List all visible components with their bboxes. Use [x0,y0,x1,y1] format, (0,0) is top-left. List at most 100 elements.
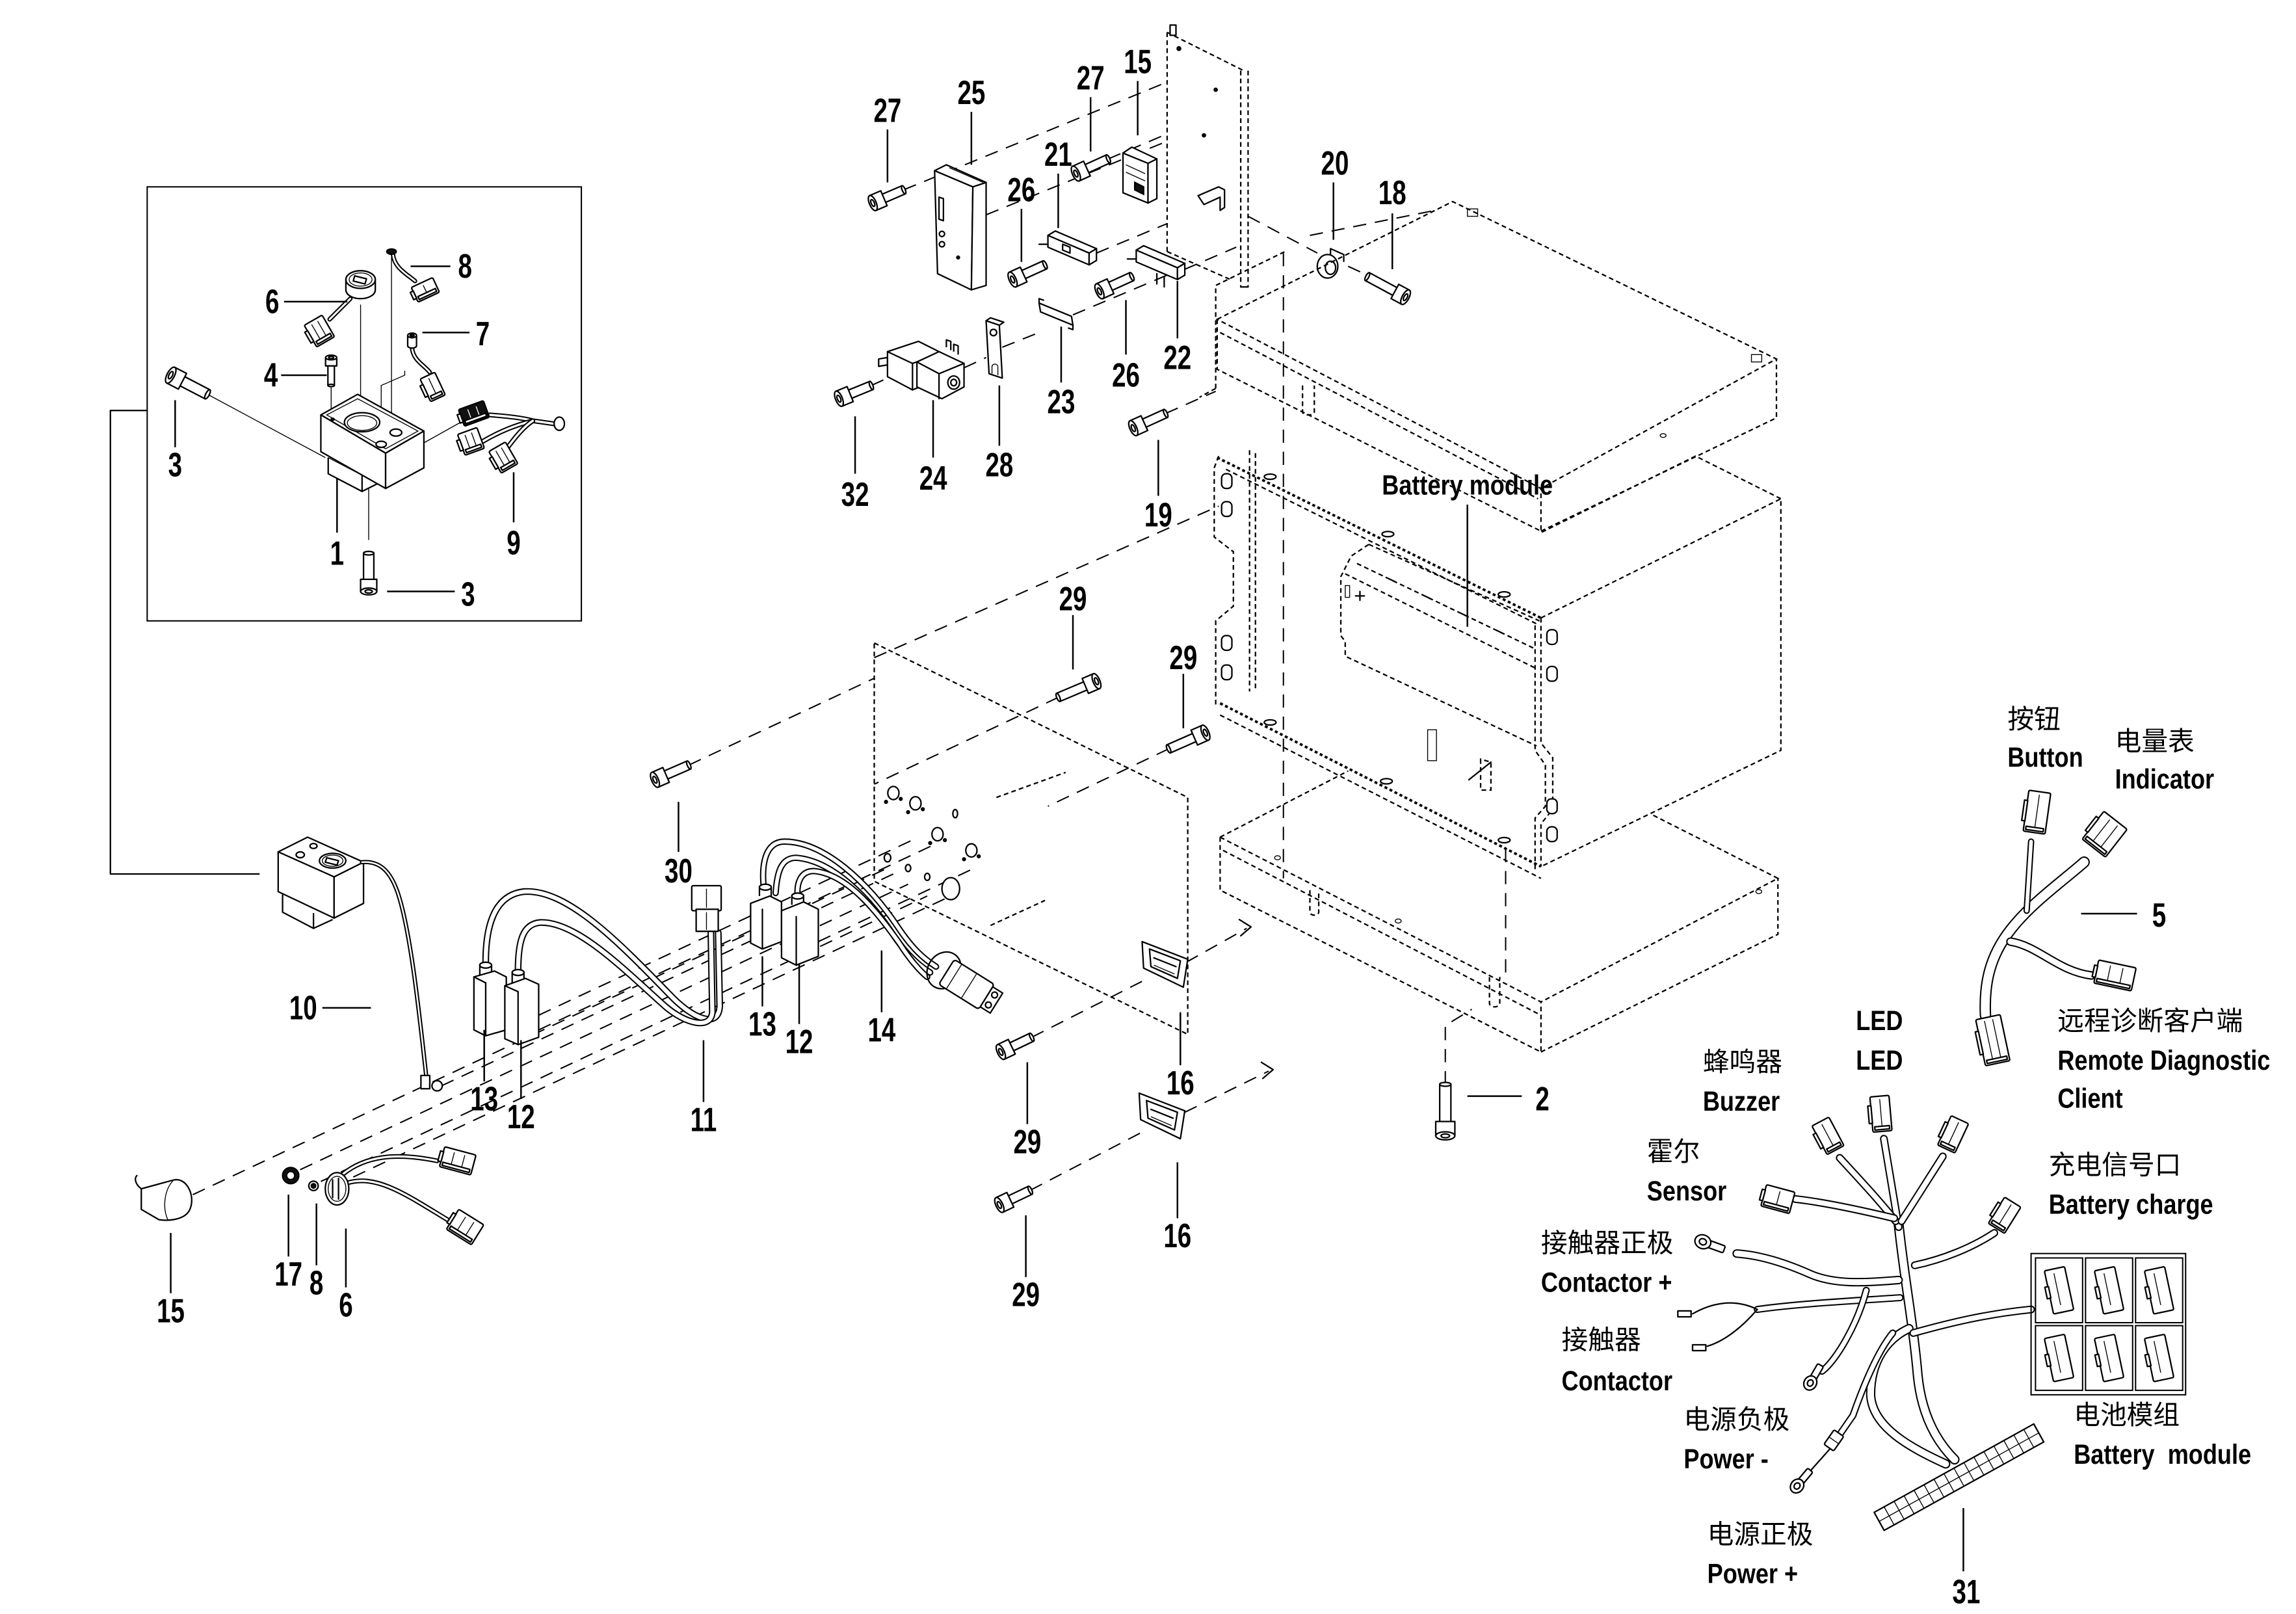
arrowhead-icon [1238,918,1252,937]
callout-26-lower: 26 [1112,356,1140,394]
harness-part-9 [456,400,566,473]
controller-screw [956,255,960,260]
connector-cell [2085,1325,2133,1392]
frame-left-bracket [1213,455,1234,707]
strip-pin-divider [1894,1501,1905,1520]
connector-latch [1937,1120,1949,1139]
bolt-part-18 [1364,272,1412,306]
handle-slot [1546,665,1558,682]
box-top-edge [1219,770,1349,838]
bolt-tip [901,185,907,195]
connector-cavity-divider [317,321,327,337]
handle-grip [1150,1116,1172,1126]
button-bore [375,440,388,449]
module-top [1122,146,1158,165]
switch-body [504,977,540,1046]
strip-pin-divider [1993,1446,2005,1464]
bolt-shaft [1364,272,1399,297]
callout-3-lower: 3 [461,575,475,613]
panel-hole-oval [952,808,958,819]
assembly-axis-line [1185,927,1247,963]
connector-latch [2044,1286,2052,1300]
connector-cavity-divider [1821,1124,1834,1146]
assembly-axis-line [321,895,928,1182]
bolt-socket-icon [869,198,876,207]
cable-core [1910,1306,2034,1336]
label-battery-module-zh: 电池模组 [2074,1399,2180,1431]
remote-branch [2006,937,2096,980]
terminal-block [1345,585,1351,598]
branch-battery-module [1909,1305,2035,1337]
nut-part-17 [282,1167,300,1185]
box-front-face [1216,319,1542,533]
housing-top-rim [326,398,419,449]
assembly-axis-line [1072,274,1168,316]
lamp-body [140,1179,192,1221]
callout-28: 28 [985,446,1013,484]
callout-9: 9 [507,524,520,562]
mounting-slot [1263,473,1277,481]
connector-housing [439,1146,477,1176]
locating-post [1302,385,1315,416]
battery-cell-connector [2044,1266,2074,1315]
switch-body [473,970,507,1037]
callout-29-d: 29 [1012,1276,1040,1314]
battery-charge-connector [1988,1197,2022,1234]
contactor-part-24 [878,339,965,400]
panel-rivet [899,797,903,801]
frame-right-bracket [1540,618,1554,867]
bolt-tip [1028,1032,1035,1042]
connector-cell [2085,1257,2133,1324]
callout-1: 1 [330,535,344,572]
connector-latch [456,413,464,424]
branch-contactor-plus [1732,1249,1903,1287]
handle-recess [1146,1100,1178,1131]
box-lip [1222,849,1538,1014]
latch-plate [1427,729,1437,761]
harness-cable [794,867,930,981]
connector-latch [456,438,464,452]
label-battery-module-en: Battery module [2074,1439,2251,1470]
connector-cavity-divider [2100,825,2118,848]
controller-side [970,181,987,291]
arrowhead-icon [1260,1061,1274,1079]
handle-slot [1546,798,1558,815]
callout-24: 24 [919,459,947,497]
busbar-slot [991,364,999,375]
inset-detail-frame [146,186,583,622]
assembly-axis-line [207,393,326,458]
connector-lip [1939,1140,1956,1152]
indicator-connector [2081,811,2128,858]
handle-slot [1546,629,1558,646]
branch-battery-charge [1910,1229,1998,1269]
panel-outline [873,641,1189,1036]
switch-part-12-right [780,892,819,966]
connector-cavity-divider [1947,1122,1959,1146]
callout-5: 5 [2152,896,2166,934]
cable-core [761,840,938,969]
bolt-part-27-right [1070,153,1112,182]
label-power-plus-en: Power + [1708,1559,1798,1590]
panel-hole-small [904,864,912,873]
cable-core [328,297,352,321]
controller-slot [938,196,945,222]
led-lens [310,1183,317,1189]
assembly-axis-line [1347,265,1368,276]
cell-connector-mark [1460,612,1468,617]
handle-grip [1150,1108,1174,1119]
callout-19: 19 [1144,496,1172,534]
label-led-line1: LED [1856,1005,1903,1037]
switch-cap-top [791,892,804,900]
bolt-socket-icon [328,355,335,360]
callout-16-b: 16 [1163,1217,1191,1255]
panel-rivet [906,810,910,815]
connector-latch [2094,1353,2102,1368]
power-minus-ring-terminal [1802,1363,1824,1391]
assembly-axis-line [1247,215,1318,254]
panel-hole-small [923,872,931,882]
bolt-part-29-d [994,1185,1034,1213]
strip-pin-divider [1933,1479,1945,1498]
label-remote-diagnostic-en: Remote Diagnostic [2057,1045,2270,1076]
screw-hole [330,417,335,421]
indicator-plug [304,315,335,347]
